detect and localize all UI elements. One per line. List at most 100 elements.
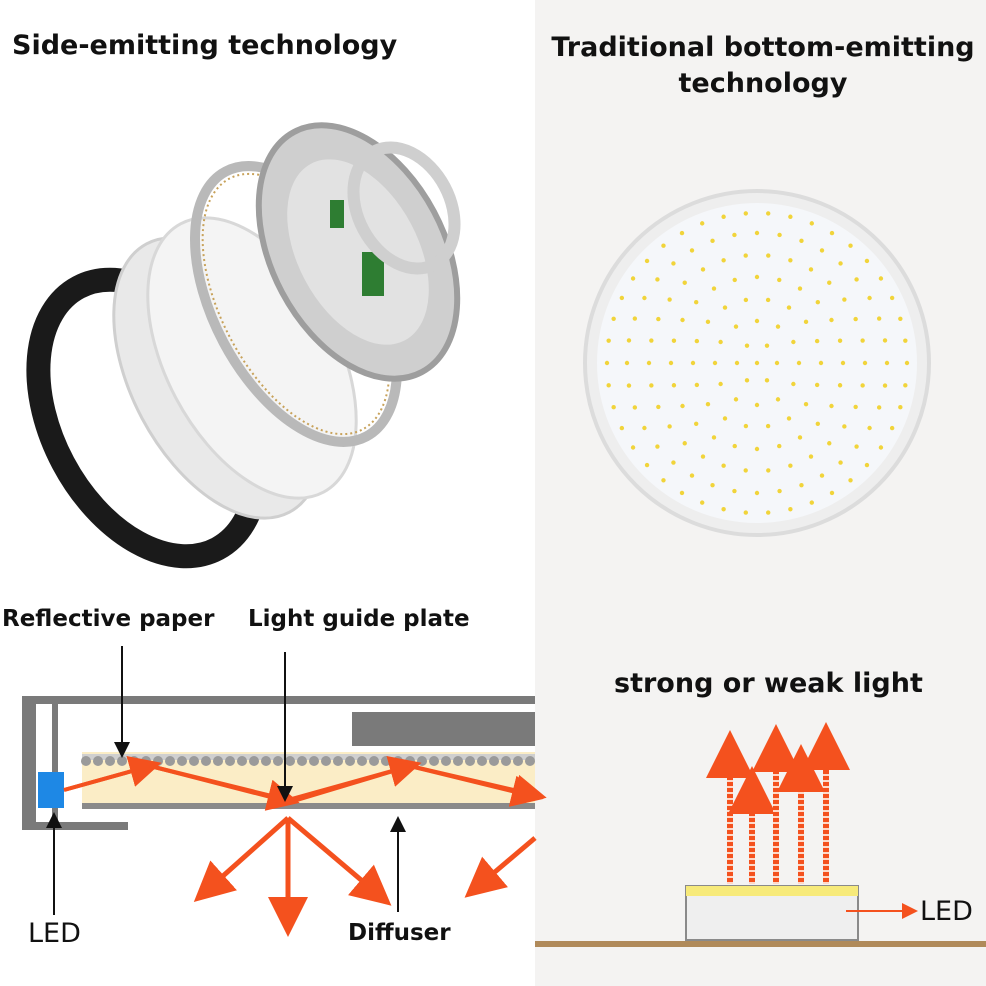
led-dot xyxy=(765,297,771,303)
led-dot xyxy=(690,360,696,366)
reflective-bump xyxy=(513,756,523,766)
led-dot xyxy=(671,383,677,388)
led-dot xyxy=(721,258,726,263)
reflective-bump xyxy=(165,756,175,766)
led-dot xyxy=(743,253,748,258)
led-dot xyxy=(682,441,687,446)
led-dot xyxy=(777,232,782,238)
led-dot xyxy=(754,360,760,366)
led-dot xyxy=(721,214,726,219)
led-dot xyxy=(649,338,654,343)
led-dot xyxy=(827,441,832,446)
led-dot xyxy=(671,338,677,343)
led-dot xyxy=(837,383,843,388)
reflective-paper-label: Reflective paper xyxy=(2,606,215,632)
led-label-right: LED xyxy=(920,896,973,927)
led-dot xyxy=(744,343,750,348)
reflective-bump xyxy=(429,756,439,766)
reflective-bump xyxy=(321,756,331,766)
led-dot xyxy=(842,424,847,429)
led-dot xyxy=(867,295,872,301)
led-dot xyxy=(626,383,632,388)
led-dot xyxy=(667,424,672,429)
frame-top xyxy=(22,696,535,704)
driver-board xyxy=(330,200,344,228)
reflective-bump xyxy=(441,756,451,766)
led-dot xyxy=(777,443,782,449)
led-dot xyxy=(682,280,687,285)
led-dot xyxy=(649,383,654,388)
led-dot xyxy=(819,473,825,478)
led-dot xyxy=(777,488,782,494)
reflective-bump xyxy=(297,756,307,766)
led-dot xyxy=(803,319,809,325)
led-dot xyxy=(606,338,611,343)
reflective-bump xyxy=(381,756,391,766)
led-dot xyxy=(611,405,616,410)
emit-ray-4 xyxy=(464,836,537,898)
led-dot xyxy=(838,261,843,266)
frame-left-inner xyxy=(52,704,58,822)
reflective-bump xyxy=(213,756,223,766)
led-dot xyxy=(606,383,611,388)
led-dot xyxy=(619,425,625,431)
reflective-bump xyxy=(249,756,259,766)
led-dot xyxy=(711,286,717,291)
led-dot xyxy=(878,276,884,281)
led-dot xyxy=(754,274,760,280)
led-dot xyxy=(797,286,803,291)
reflective-bump xyxy=(117,756,127,766)
led-dot xyxy=(786,416,792,421)
led-dot xyxy=(743,510,748,515)
led-dot xyxy=(754,402,760,408)
led-dot xyxy=(642,295,647,301)
strong-weak-light-label: strong or weak light xyxy=(614,668,923,699)
frame-left-outer xyxy=(22,696,36,830)
reflective-bump xyxy=(201,756,211,766)
reflective-bump xyxy=(501,756,511,766)
led-dot xyxy=(734,360,740,366)
led-dot xyxy=(705,401,711,407)
led-dot xyxy=(632,405,638,410)
led-dot xyxy=(791,381,796,387)
reflective-bump xyxy=(189,756,199,766)
led-dot xyxy=(764,343,770,348)
heat-block xyxy=(352,712,535,746)
led-dot xyxy=(788,258,793,263)
led-dot xyxy=(671,261,676,266)
led-dot xyxy=(876,316,882,321)
led-dot xyxy=(837,338,843,343)
side-emitting-cross-section xyxy=(22,646,547,937)
led-dot xyxy=(815,299,821,305)
led-dot-grid xyxy=(604,211,910,515)
led-dot xyxy=(733,324,739,329)
led-dot xyxy=(700,267,706,272)
reflective-bump xyxy=(525,756,535,766)
led-dot xyxy=(732,232,737,238)
led-dot xyxy=(864,462,870,468)
led-dot xyxy=(689,473,695,478)
led-dot xyxy=(876,405,882,410)
led-dot xyxy=(860,338,865,343)
reflective-bump xyxy=(333,756,343,766)
led-dot xyxy=(799,482,804,488)
driver-board-2 xyxy=(362,252,384,296)
led-dot xyxy=(722,416,728,421)
led-dot xyxy=(668,360,674,366)
led-dot xyxy=(712,360,718,366)
led-dot xyxy=(644,258,650,264)
led-dot xyxy=(693,421,699,427)
reflective-bump xyxy=(273,756,283,766)
led-dot xyxy=(797,435,803,440)
led-dot xyxy=(777,277,782,283)
led-dot xyxy=(829,317,834,323)
led-dot xyxy=(744,378,750,383)
led-dot xyxy=(655,277,660,282)
reflective-bump xyxy=(285,756,295,766)
led-dot xyxy=(732,277,737,283)
led-dot xyxy=(671,460,676,465)
diffuser-layer xyxy=(82,803,535,809)
reflective-bump xyxy=(345,756,355,766)
led-dot xyxy=(705,319,711,325)
